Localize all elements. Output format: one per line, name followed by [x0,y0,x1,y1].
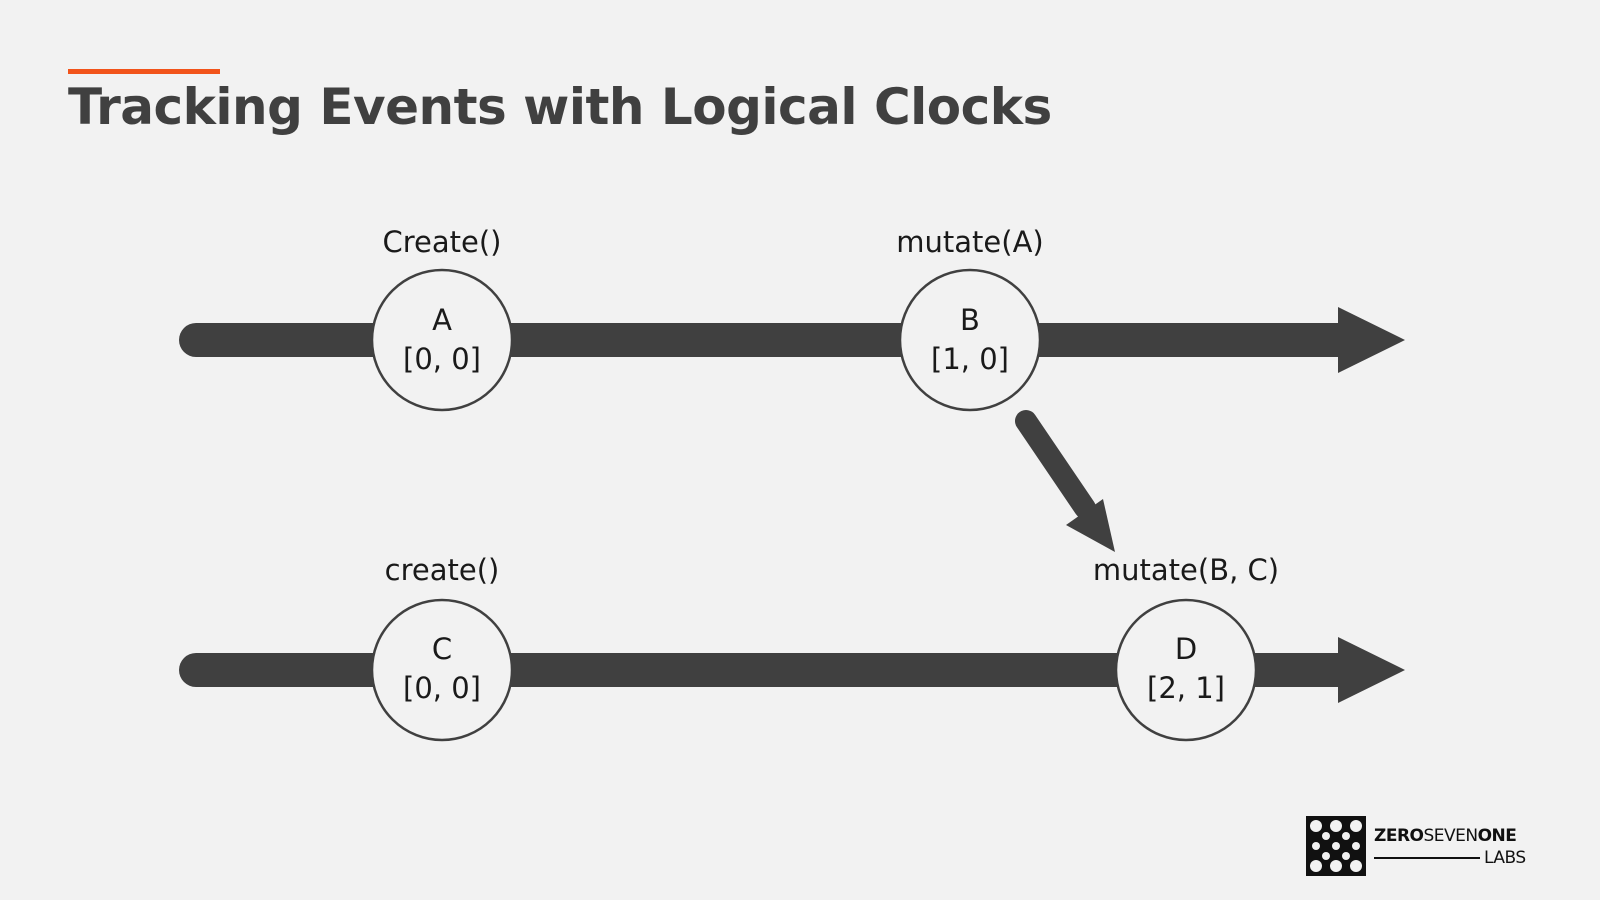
event-c-clock: [0, 0] [403,671,481,705]
event-a-node [370,268,514,412]
event-b-operation: mutate(A) [896,225,1043,259]
event-b-name: B [960,303,980,337]
timeline-2-arrowhead [1338,637,1405,703]
event-a-name: A [432,303,452,337]
event-d: mutate(B, C) D [2, 1] [1093,553,1279,742]
dependency-arrow [1015,410,1115,552]
timeline-1-arrowhead [1338,307,1405,373]
event-a-clock: [0, 0] [403,342,481,376]
logo-mark-icon [1306,816,1366,876]
event-d-node [1114,598,1258,742]
page-title: Tracking Events with Logical Clocks [68,78,1052,136]
event-c-name: C [432,632,452,666]
dependency-arrow-line [1015,410,1096,519]
logo-divider [1374,857,1480,859]
event-a-operation: Create() [383,225,502,259]
event-d-operation: mutate(B, C) [1093,553,1279,587]
logo-word-seven: SEVEN [1423,826,1478,846]
company-logo: ZEROSEVENONE LABS [1306,816,1538,876]
logo-word-one: ONE [1477,826,1517,846]
dependency-arrow-head [1066,499,1115,552]
event-d-name: D [1175,632,1197,666]
logo-wordmark: ZEROSEVENONE [1374,826,1517,846]
logo-word-zero: ZERO [1374,826,1424,846]
event-c: create() C [0, 0] [370,553,514,742]
event-b-node [898,268,1042,412]
event-c-operation: create() [385,553,500,587]
event-d-clock: [2, 1] [1147,671,1225,705]
title-accent-bar [68,69,220,74]
event-a: Create() A [0, 0] [370,225,514,412]
event-b: mutate(A) B [1, 0] [896,225,1044,412]
event-c-node [370,598,514,742]
event-b-clock: [1, 0] [931,342,1009,376]
logo-word-labs: LABS [1484,848,1526,868]
